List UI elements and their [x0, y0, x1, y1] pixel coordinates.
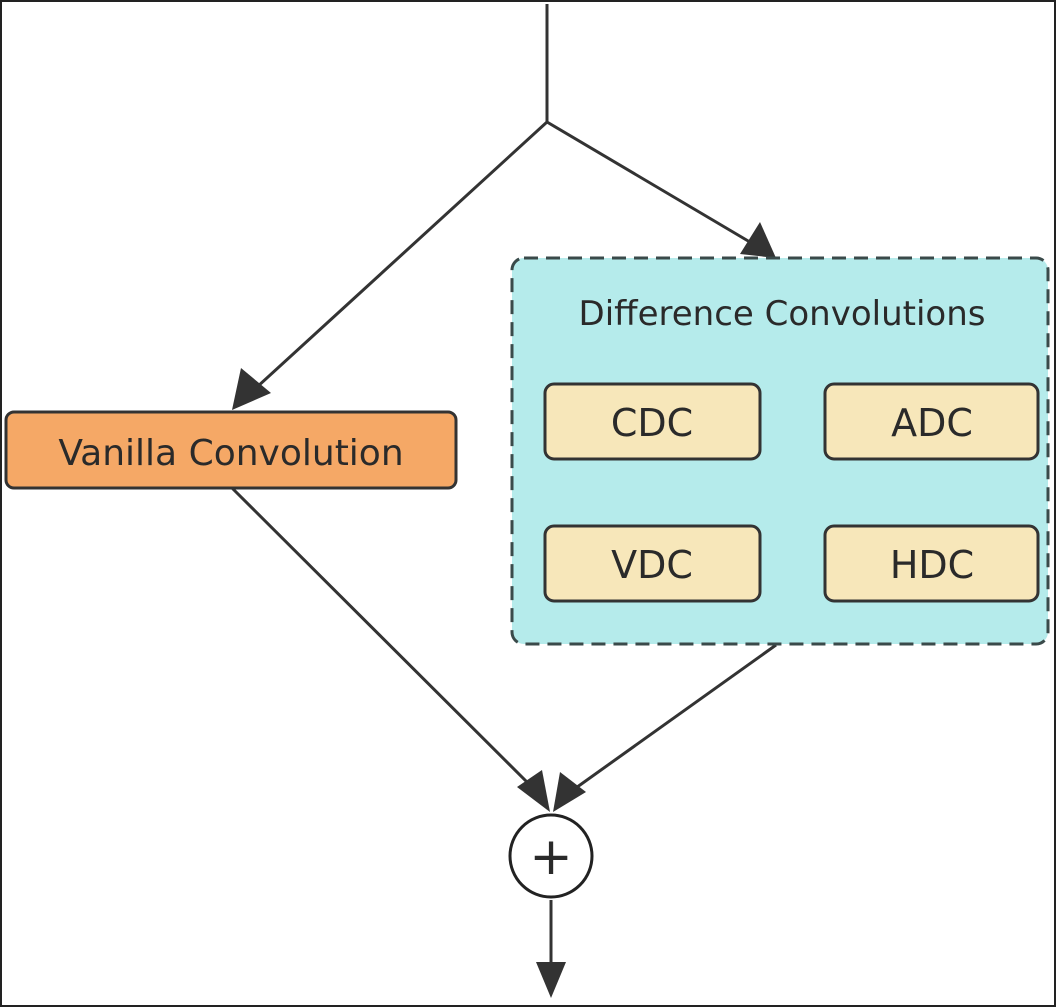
arrowhead-to-difference	[740, 222, 776, 258]
op-cdc-label: CDC	[611, 401, 693, 445]
arrowhead-difference-to-sum	[553, 772, 586, 812]
sum-circle	[508, 813, 594, 899]
arrowheads	[232, 222, 776, 998]
op-adc-box	[823, 382, 1040, 461]
op-adc: ADC	[823, 382, 1040, 461]
edge-difference-to-sum	[565, 643, 777, 797]
op-vdc-label: VDC	[611, 543, 693, 587]
op-hdc: HDC	[823, 524, 1040, 603]
edge-split-to-vanilla	[243, 120, 549, 400]
plus-icon: +	[529, 827, 573, 887]
edge-split-to-difference	[546, 120, 761, 250]
difference-convolutions-title: Difference Convolutions	[579, 294, 986, 334]
edges	[230, 4, 777, 965]
op-adc-label: ADC	[891, 401, 973, 445]
op-vdc-box	[543, 524, 762, 603]
op-cdc: CDC	[543, 382, 762, 461]
op-hdc-box	[823, 524, 1040, 603]
op-cdc-box	[543, 382, 762, 461]
vanilla-convolution-label: Vanilla Convolution	[58, 433, 403, 474]
op-hdc-label: HDC	[890, 543, 974, 587]
op-vdc: VDC	[543, 524, 762, 603]
sum-node: +	[508, 813, 594, 899]
arrowhead-to-vanilla	[232, 368, 271, 410]
arrowhead-output	[536, 962, 566, 998]
vanilla-convolution-node: Vanilla Convolution	[4, 410, 458, 490]
edge-vanilla-to-sum	[230, 486, 542, 797]
difference-convolutions-group: Difference Convolutions CDC ADC VDC HDC	[510, 256, 1050, 646]
vanilla-convolution-box	[4, 410, 458, 490]
arrowhead-vanilla-to-sum	[517, 770, 550, 812]
